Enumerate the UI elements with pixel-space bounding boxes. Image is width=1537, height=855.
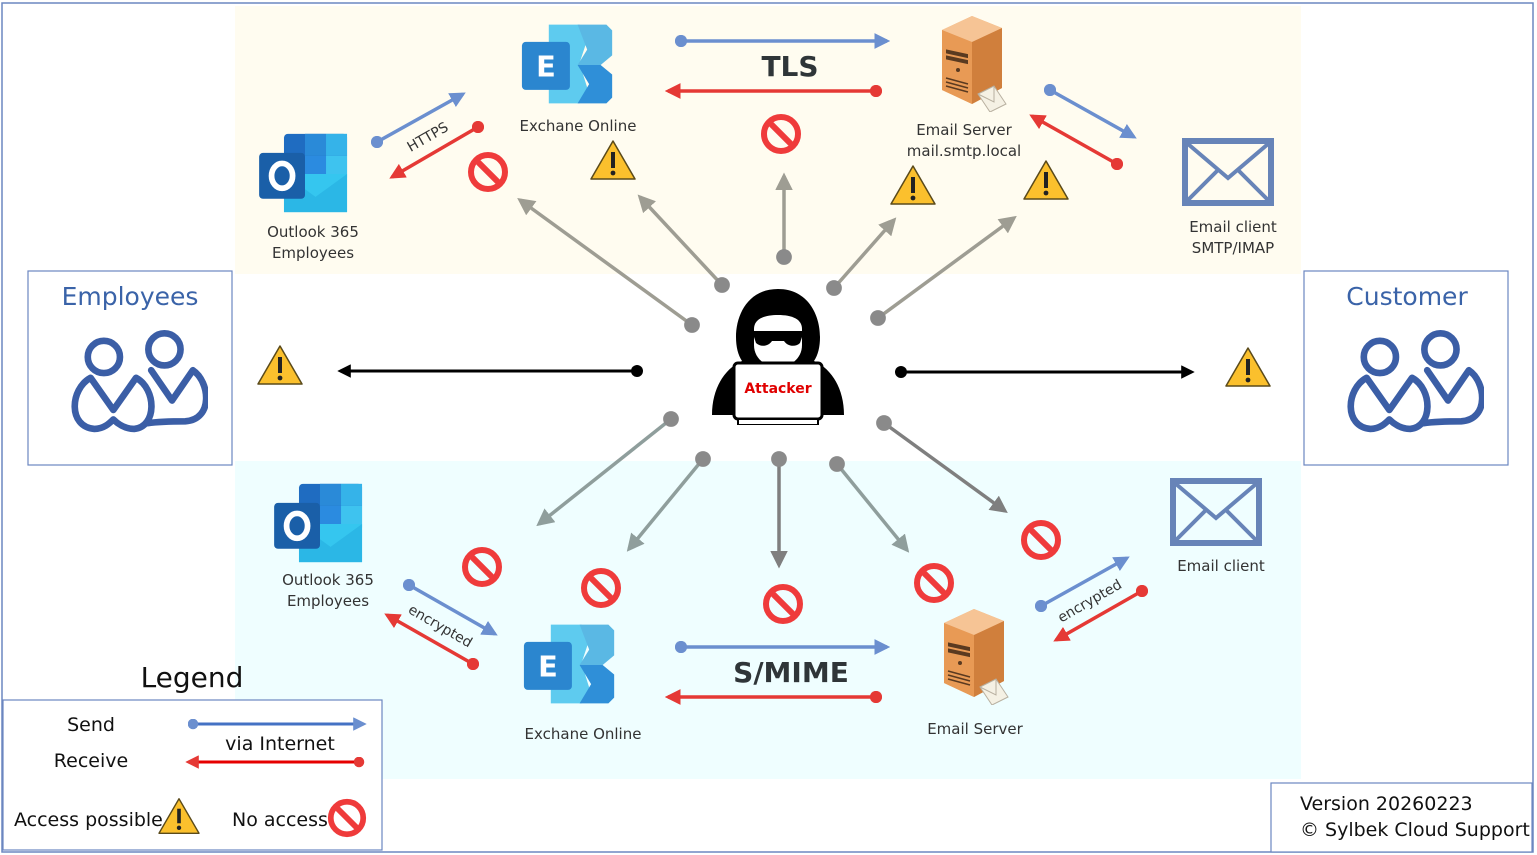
tls-label: TLS <box>761 50 818 83</box>
bottom-exchange-label: Exchane Online <box>525 725 642 743</box>
legend-receive-label: Receive <box>54 750 128 772</box>
employees-title: Employees <box>62 282 199 311</box>
bottom-send-outlook-exchange <box>402 578 498 636</box>
top-client-node[interactable]: Email client SMTP/IMAP <box>1185 141 1277 257</box>
attacker-node[interactable]: Attacker <box>710 287 846 425</box>
attack-arrow <box>637 194 730 293</box>
attacker-label: Attacker <box>744 381 811 397</box>
customer-box[interactable]: Customer <box>1303 270 1509 466</box>
top-exchange-node[interactable]: Exchane Online <box>520 24 637 135</box>
top-server-node[interactable]: Email Server mail.smtp.local <box>907 15 1021 160</box>
attack-arrow <box>536 411 679 527</box>
top-receive-exchange-outlook <box>389 120 485 179</box>
legend-send-label: Send <box>67 714 115 736</box>
attack-arrow <box>829 456 910 553</box>
top-server-label-2: mail.smtp.local <box>907 142 1021 160</box>
bottom-receive-client-server <box>1053 584 1149 642</box>
attack-arrow <box>870 215 1017 326</box>
top-receive-client-server <box>1029 114 1124 171</box>
top-outlook-label-2: Employees <box>272 244 354 262</box>
top-outlook-node[interactable]: Outlook 365 Employees <box>259 134 359 262</box>
top-client-label-2: SMTP/IMAP <box>1192 239 1274 257</box>
bottom-client-node[interactable]: Email client <box>1173 481 1265 575</box>
top-client-label-1: Email client <box>1189 218 1277 236</box>
employees-box[interactable]: Employees <box>27 270 233 466</box>
legend-access-possible: Access possible <box>14 809 163 831</box>
bottom-server-label: Email Server <box>927 720 1023 738</box>
bottom-server-node[interactable]: Email Server <box>927 608 1024 738</box>
legend-title: Legend <box>141 661 244 694</box>
copyright-label: © Sylbek Cloud Support <box>1300 819 1530 841</box>
bottom-client-label: Email client <box>1177 557 1265 575</box>
legend-no-access: No access <box>232 809 328 831</box>
bottom-outlook-node[interactable]: Outlook 365 Employees <box>274 484 374 610</box>
bottom-receive-exchange-outlook <box>384 613 480 671</box>
attack-arrow <box>517 197 700 333</box>
version-label: Version 20260223 <box>1300 793 1473 815</box>
top-outlook-label-1: Outlook 365 <box>267 223 359 241</box>
legend: Legend Send Receive via Internet Access … <box>2 661 383 851</box>
top-exchange-label: Exchane Online <box>520 117 637 135</box>
customer-title: Customer <box>1346 282 1468 311</box>
bottom-outlook-label-2: Employees <box>287 592 369 610</box>
legend-via-internet: via Internet <box>225 733 335 755</box>
bottom-outlook-label-1: Outlook 365 <box>282 571 374 589</box>
attack-arrow <box>626 451 711 552</box>
bottom-exchange-node[interactable]: Exchane Online <box>523 624 642 743</box>
top-server-label-1: Email Server <box>916 121 1012 139</box>
attack-arrow <box>876 415 1008 514</box>
smime-label: S/MIME <box>733 656 849 689</box>
version-box: Version 20260223 © Sylbek Cloud Support <box>1270 782 1533 853</box>
